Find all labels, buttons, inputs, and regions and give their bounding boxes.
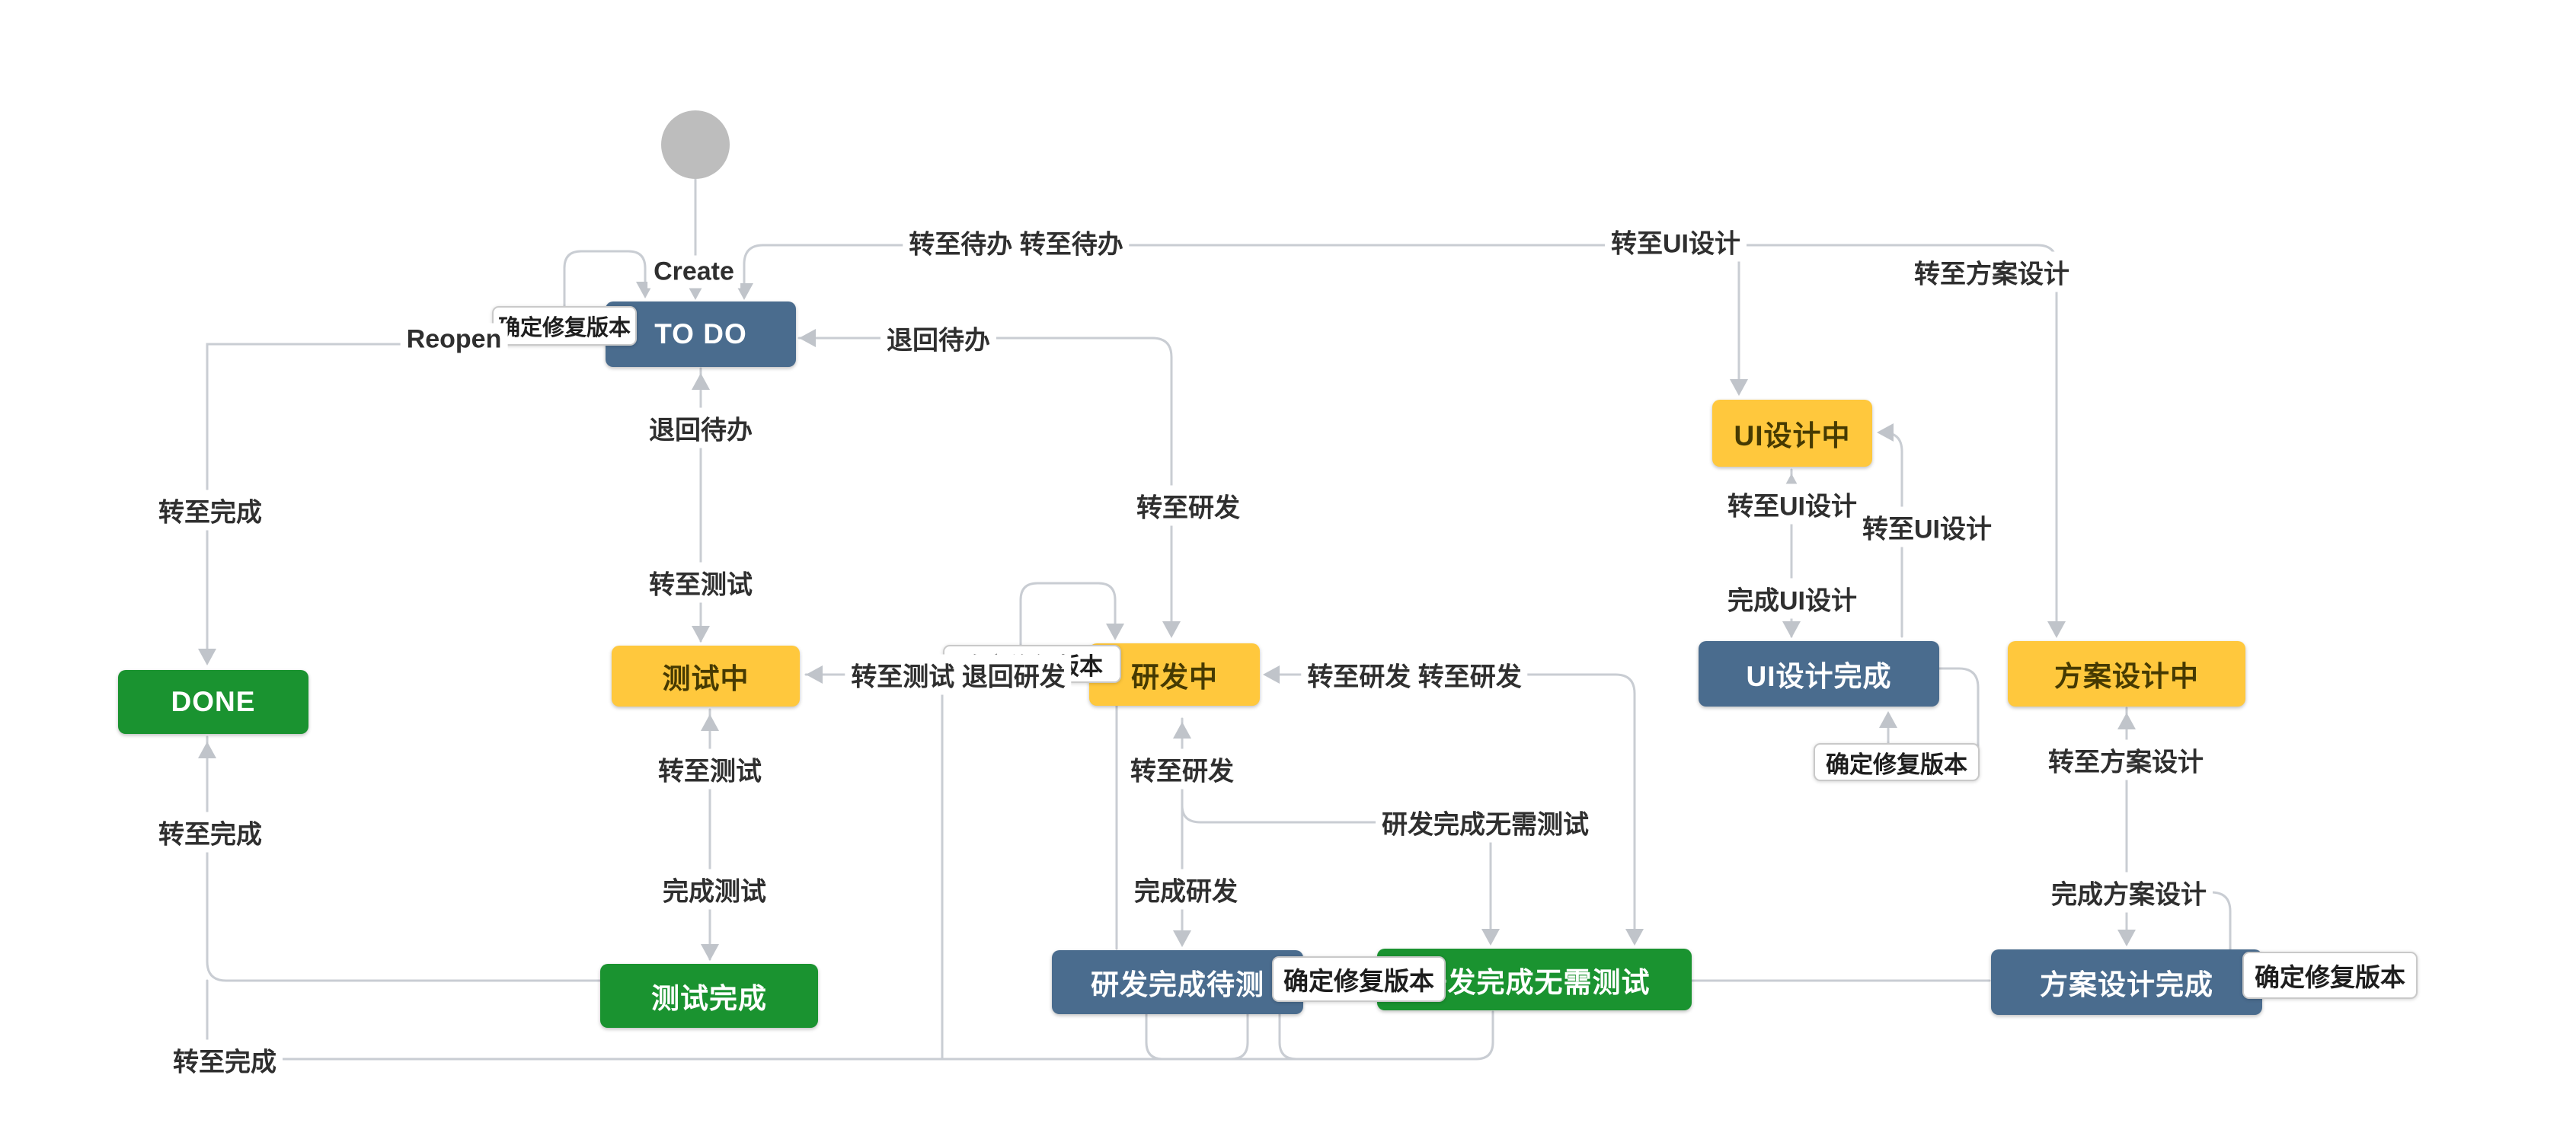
arrowhead-down xyxy=(692,626,710,643)
label-to-done-upper[interactable]: 转至完成 xyxy=(152,490,268,531)
edge-line xyxy=(1145,1002,1249,1061)
label-finish-ui[interactable]: 完成UI设计 xyxy=(1721,578,1863,619)
arrowhead-up xyxy=(2117,713,2136,729)
arrowhead-down xyxy=(2047,621,2066,638)
label-to-test-upper[interactable]: 转至测试 xyxy=(643,562,759,603)
arrowhead-left xyxy=(1877,423,1894,442)
label-finish-plan[interactable]: 完成方案设计 xyxy=(2045,872,2213,913)
edge-line xyxy=(1181,804,1403,824)
arrowhead-down xyxy=(1625,929,1644,946)
arrowhead-up xyxy=(701,714,719,731)
arrowhead-up xyxy=(1173,722,1191,739)
arrowhead-up xyxy=(198,742,216,758)
node-ui-design-done[interactable]: UI设计完成 xyxy=(1699,641,1939,707)
label-reopen[interactable]: Reopen xyxy=(400,323,508,356)
edge-line xyxy=(206,343,498,655)
label-back-todo-right[interactable]: 退回待办 xyxy=(881,317,996,359)
label-to-ui-top[interactable]: 转至UI设计 xyxy=(1605,221,1747,262)
arrowhead-down xyxy=(1730,379,1748,396)
arrowhead-down xyxy=(2117,930,2136,946)
label-finish-dev[interactable]: 完成研发 xyxy=(1128,869,1244,910)
label-to-dev-double[interactable]: 转至研发 转至研发 xyxy=(1301,654,1528,695)
label-to-ui-right[interactable]: 转至UI设计 xyxy=(1856,506,1998,547)
edge-line xyxy=(992,337,1173,633)
node-plan-design-done[interactable]: 方案设计完成 xyxy=(1991,949,2262,1015)
arrowhead-down xyxy=(701,944,719,961)
arrowhead-down xyxy=(1782,621,1801,638)
arrowhead-down xyxy=(1106,624,1124,640)
label-to-plan-mid[interactable]: 转至方案设计 xyxy=(2042,739,2210,780)
label-to-dev-lower[interactable]: 转至研发 xyxy=(1124,748,1240,790)
box-fixversion-plandone[interactable]: 确定修复版本 xyxy=(2242,952,2418,999)
arrowhead-left xyxy=(799,329,816,347)
edge-line xyxy=(1019,582,1117,647)
arrowhead-up xyxy=(1879,711,1897,728)
edge-line xyxy=(563,250,647,309)
box-fixversion-uidone[interactable]: 确定修复版本 xyxy=(1814,743,1980,781)
node-plan-designing[interactable]: 方案设计中 xyxy=(2008,641,2245,707)
node-todo[interactable]: TO DO xyxy=(606,302,796,367)
label-to-dev-upper[interactable]: 转至研发 xyxy=(1130,485,1246,526)
node-testing[interactable]: 测试中 xyxy=(612,646,800,707)
arrowhead-left xyxy=(1263,665,1280,684)
arrowhead-left xyxy=(806,665,823,684)
edge-line xyxy=(1278,1009,1494,1061)
box-fixversion-todo[interactable]: 确定修复版本 xyxy=(492,306,637,346)
arrowhead-down xyxy=(1162,621,1181,638)
arrowhead-down xyxy=(198,649,216,665)
label-to-todo-double[interactable]: 转至待办 转至待办 xyxy=(903,222,1130,263)
start-node[interactable] xyxy=(661,110,730,179)
label-back-todo-mid[interactable]: 退回待办 xyxy=(643,407,759,448)
box-fixversion-devdone[interactable]: 确定修复版本 xyxy=(1272,956,1446,1002)
label-to-test-lower[interactable]: 转至测试 xyxy=(652,748,768,790)
arrowhead-down xyxy=(1481,929,1500,946)
label-to-done-lower[interactable]: 转至完成 xyxy=(152,812,268,853)
node-done[interactable]: DONE xyxy=(118,670,308,734)
node-dev-done-totest[interactable]: 研发完成待测 xyxy=(1052,950,1303,1014)
label-to-done-bottom[interactable]: 转至完成 xyxy=(167,1039,283,1080)
label-create[interactable]: Create xyxy=(647,255,740,289)
node-ui-designing[interactable]: UI设计中 xyxy=(1712,400,1872,467)
arrowhead-down xyxy=(1173,930,1191,947)
label-finish-test[interactable]: 完成测试 xyxy=(657,869,772,910)
edge-line xyxy=(1264,673,1636,944)
label-devdone-notest[interactable]: 研发完成无需测试 xyxy=(1376,802,1595,843)
node-test-done[interactable]: 测试完成 xyxy=(600,964,818,1028)
label-to-plan-top[interactable]: 转至方案设计 xyxy=(1908,251,2076,292)
label-totest-backdev[interactable]: 转至测试 退回研发 xyxy=(845,654,1072,695)
edge-line xyxy=(206,735,602,982)
label-to-ui-mid[interactable]: 转至UI设计 xyxy=(1721,483,1863,525)
arrowhead-up xyxy=(692,373,710,390)
